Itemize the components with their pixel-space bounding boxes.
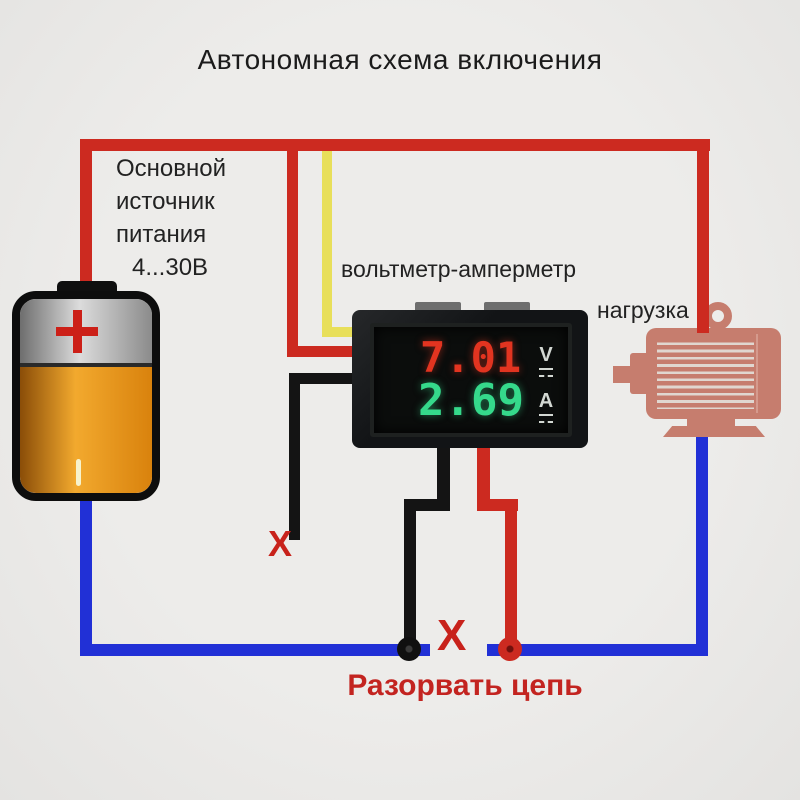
wire-red-ammeter-upper [477,445,490,511]
wire-red-load-feed [697,139,709,333]
wire-red-meter-supply-horizontal [287,346,362,357]
break-mark-upper: Х [268,523,293,564]
dc-symbol-icon [539,368,553,377]
diagram-title: Автономная схема включения [197,44,603,75]
power-source-label: Основной источник питания 4...30В [116,152,226,284]
wire-blue-battery-negative [80,495,92,656]
motor-foot [687,417,735,428]
wire-black-ammeter-upper [437,445,450,511]
wire-blue-bottom-left [80,644,430,656]
battery-icon [12,291,160,501]
motor-base [663,426,765,437]
wire-blue-bottom-right [487,644,708,656]
wire-red-meter-supply-vertical [287,145,298,357]
wire-yellow-voltage-sense-vertical [322,151,332,337]
voltage-unit-letter: V [539,344,553,366]
power-source-line: питания [116,221,207,248]
motor-icon [646,328,781,419]
power-source-line: Основной [116,155,227,182]
wire-red-ammeter-lower [505,499,517,645]
wire-black-ammeter-lower [404,499,416,645]
battery-minus-icon [76,459,81,486]
meter-display: 7.01 V 2.69 A [370,323,572,437]
battery-top-section [20,299,152,367]
break-circuit-label: Разорвать цепь [347,669,583,702]
wire-black-sense-horizontal [289,373,364,384]
wire-red-top-horizontal [80,139,710,151]
current-unit-letter: A [538,390,554,412]
meter-label: вольтметр-амперметр [341,256,577,282]
break-mark-lower: Х [437,611,467,660]
wire-blue-load-return [696,437,708,656]
current-readout: 2.69 [418,375,524,426]
motor-cooling-fins [657,338,754,409]
power-source-line: 4...30В [132,254,209,281]
wire-black-sense-vertical [289,373,300,540]
probe-dot-red-icon [498,637,522,661]
voltmeter-ammeter: 7.01 V 2.69 A [352,310,588,448]
battery-plus-icon [73,310,82,353]
motor-flange-icon [630,353,649,394]
current-unit: A [534,391,558,423]
voltage-unit: V [534,345,558,377]
wire-red-battery-positive [80,139,92,289]
battery-bottom-section [20,367,152,493]
dc-symbol-icon [539,414,553,423]
probe-dot-black-icon [397,637,421,661]
voltage-readout: 7.01 [420,333,522,382]
wire-yellow-voltage-sense-horizontal [322,327,364,337]
motor-endcap-line [756,334,758,413]
load-label: нагрузка [597,297,689,323]
power-source-line: источник [116,188,215,215]
